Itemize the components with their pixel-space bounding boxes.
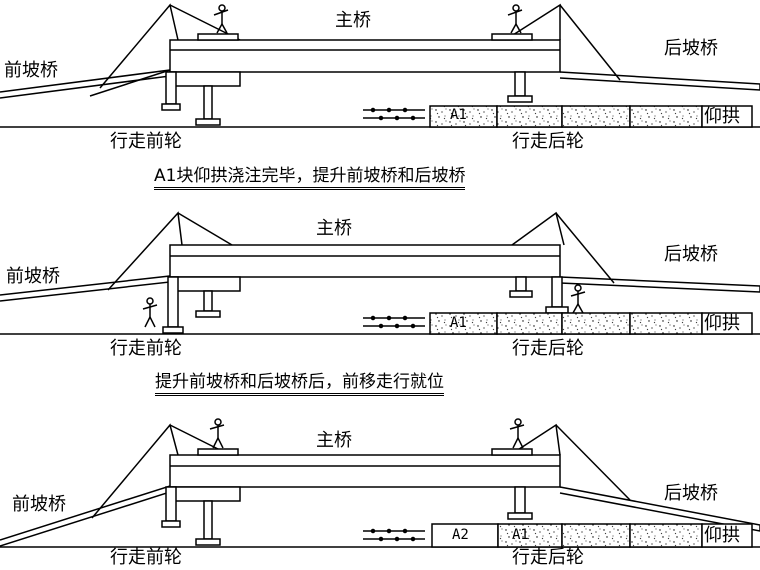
main-beam [169,244,561,278]
front-wheel-label: 行走前轮 [110,547,182,568]
front-wheel [167,276,179,328]
front-slope-brace [89,69,171,97]
rear-slope-label: 后坡桥 [664,483,718,504]
block-a1-label: A1 [512,527,529,543]
rear-support [514,486,526,514]
rear-wheel-label: 行走后轮 [512,131,584,152]
worker-figure [509,418,525,449]
rear-slope-bridge [559,71,760,91]
front-support [169,71,241,87]
worker-figure [507,4,523,34]
invert-block-a1 [497,523,563,548]
rear-slope-bridge [559,486,760,532]
front-wheel-label: 行走前轮 [110,338,182,359]
front-slope-label: 前坡桥 [6,266,60,287]
block-a1-label: A1 [450,107,467,123]
main-bridge-label: 主桥 [335,10,371,31]
stage-1 [0,3,760,128]
rebar [363,315,425,329]
rear-slope-label: 后坡桥 [664,244,718,265]
rear-wheel [551,276,563,308]
caption-stage-2: 提升前坡桥和后坡桥后，前移走行就位 [155,374,444,396]
rebar [363,528,425,542]
invert-label: 仰拱 [704,106,740,127]
main-beam [169,454,561,488]
block-a1-label: A1 [450,315,467,331]
invert-label: 仰拱 [704,313,740,334]
rear-slope-label: 后坡桥 [664,38,718,59]
rebar [363,107,425,121]
block-a2-label: A2 [452,527,469,543]
rear-support [515,276,527,292]
front-slope-label: 前坡桥 [12,494,66,515]
stage-3 [0,418,760,548]
rear-tower [511,211,565,246]
caption-stage-1: A1块仰拱浇注完毕，提升前坡桥和后坡桥 [154,168,466,190]
rear-slope-bridge [559,276,760,293]
stage-2 [0,211,760,335]
front-wheel [165,71,177,105]
rear-wheel-label: 行走后轮 [512,547,584,568]
front-wheel [165,486,177,522]
front-wheel-label: 行走前轮 [110,131,182,152]
front-tower [91,423,179,519]
worker-figure [142,297,158,328]
worker-figure [570,284,586,314]
main-bridge-label: 主桥 [316,218,352,239]
worker-figure [213,4,229,34]
rear-wheel-label: 行走后轮 [512,338,584,359]
worker-figure [209,418,225,449]
front-support [169,486,241,502]
front-support [169,276,241,292]
main-bridge-label: 主桥 [316,430,352,451]
main-beam [169,39,561,73]
invert-label: 仰拱 [704,525,740,546]
rear-support [514,71,526,97]
front-slope-label: 前坡桥 [4,60,58,81]
